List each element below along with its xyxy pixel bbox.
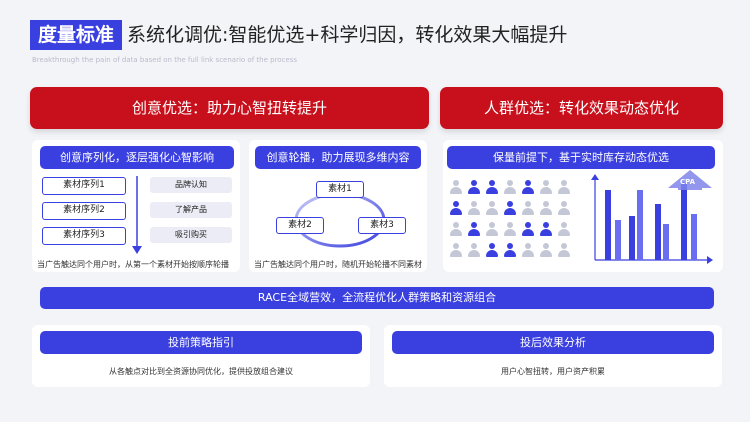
chart-bar [615,220,621,260]
person-icon [540,243,552,259]
pre-launch-strategy-pill: 投前策略指引 [40,331,362,354]
person-icon [486,222,498,238]
person-icon [504,243,516,259]
person-icon [486,180,498,196]
creative-sequence-pill: 创意序列化，逐层强化心智影响 [40,146,234,169]
person-icon [486,201,498,217]
sequence-box-3: 素材序列3 [42,227,126,245]
person-icon [486,243,498,259]
tag-brand-awareness: 品牌认知 [150,177,232,193]
sequence-arrow-down-icon [132,176,142,254]
audience-bar-chart [591,174,713,264]
chart-bar [691,214,697,260]
race-strategy-bar: RACE全域营效，全流程优化人群策略和资源组合 [40,287,714,309]
person-icon [468,180,480,196]
person-icon [522,180,534,196]
material-box-2: 素材2 [276,217,324,234]
person-icon [540,222,552,238]
person-icon [540,180,552,196]
pre-launch-caption: 从各触点对比到全资源协同优化，提供投放组合建议 [109,367,293,376]
person-icon [450,243,462,259]
bar-group [595,178,705,260]
material-box-1: 素材1 [316,181,364,198]
material-box-3: 素材3 [358,217,406,234]
person-icon [558,222,570,238]
chart-bar [605,190,611,260]
header-tag: 度量标准 [30,20,123,50]
sequence-box-1: 素材序列1 [42,177,126,195]
person-icon [504,222,516,238]
tag-attract-purchase: 吸引购买 [150,227,232,243]
audience-pill: 保量前提下，基于实时库存动态优选 [447,146,715,169]
chart-bar [663,224,669,260]
tag-know-product: 了解产品 [150,202,232,218]
person-icon [522,201,534,217]
cpa-arrow-icon [668,170,712,190]
person-icon [450,180,462,196]
person-icon [504,180,516,196]
creative-optimization-banner: 创意优选：助力心智扭转提升 [30,87,429,129]
person-icon [468,243,480,259]
chart-bar [681,182,687,260]
person-icon [558,243,570,259]
page-subtitle: Breakthrough the pain of data based on t… [32,56,297,64]
chart-bar [637,190,643,260]
post-launch-analysis-pill: 投后效果分析 [392,331,714,354]
rotation-caption: 当广告触达同个用户时，随机开始轮播不同素材 [254,260,422,269]
person-icon [450,201,462,217]
cpa-label: CPA [680,178,696,186]
person-icon [522,222,534,238]
post-launch-caption: 用户心智扭转，用户资产积累 [501,367,605,376]
creative-rotation-pill: 创意轮播，助力展现多维内容 [255,146,421,169]
person-icon [450,222,462,238]
person-icon [522,243,534,259]
person-icon [468,201,480,217]
audience-people-grid [450,180,578,264]
audience-optimization-banner: 人群优选：转化效果动态优化 [440,87,723,129]
chart-bar [655,204,661,260]
person-icon [540,201,552,217]
sequence-box-2: 素材序列2 [42,202,126,220]
person-icon [558,180,570,196]
chart-bar [629,216,635,260]
person-icon [468,222,480,238]
page-title: 系统化调优:智能优选+科学归因，转化效果大幅提升 [127,24,568,46]
person-icon [504,201,516,217]
person-icon [558,201,570,217]
sequence-caption: 当广告触达同个用户时，从第一个素材开始按顺序轮播 [37,260,229,269]
